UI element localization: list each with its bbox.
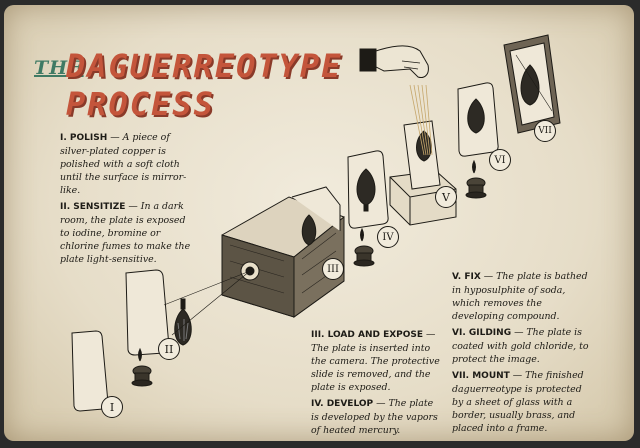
lamp-4 xyxy=(353,227,375,267)
step-badge-6: VI xyxy=(489,149,511,171)
step-6-text: VI. GILDING — The plate is coated with g… xyxy=(452,327,589,365)
poster-card: THE DAGUERREOTYPE PROCESS I. POLISH — A … xyxy=(4,5,634,441)
step-badge-2: II xyxy=(158,338,180,360)
step-1-text: I. POLISH — A piece of silver-plated cop… xyxy=(60,132,187,196)
tray-5 xyxy=(389,84,457,226)
step-5-text: V. FIX — The plate is bathed in hyposulp… xyxy=(452,271,588,322)
text-steps-1-2: I. POLISH — A piece of silver-plated cop… xyxy=(60,131,192,269)
step-badge-5: V xyxy=(435,186,457,208)
step-badge-3: III xyxy=(322,258,344,280)
frame-7 xyxy=(503,34,561,134)
step-3-text: III. LOAD AND EXPOSE — The plate is inse… xyxy=(311,329,440,393)
hand xyxy=(359,45,429,78)
camera-3 xyxy=(163,186,345,336)
title-line-2: PROCESS xyxy=(66,85,215,123)
flask-2 xyxy=(174,298,192,346)
step-badge-7: VII xyxy=(534,120,556,142)
text-steps-3-4: III. LOAD AND EXPOSE — The plate is inse… xyxy=(311,328,443,440)
text-steps-5-7: V. FIX — The plate is bathed in hyposulp… xyxy=(452,270,592,438)
lamp-2 xyxy=(131,347,153,387)
step-badge-1: I xyxy=(101,396,123,418)
step-4-text: IV. DEVELOP — The plate is developed by … xyxy=(311,398,438,436)
title-prefix: THE xyxy=(34,57,84,79)
step-2-text: II. SENSITIZE — In a dark room, the plat… xyxy=(60,201,191,265)
process-illustration xyxy=(71,34,561,412)
step-7-text: VII. MOUNT — The finished daguerreotype … xyxy=(452,370,584,434)
title-line-1: DAGUERREOTYPE xyxy=(66,47,343,85)
step-badge-4: IV xyxy=(377,226,399,248)
lamp-6 xyxy=(465,159,487,199)
